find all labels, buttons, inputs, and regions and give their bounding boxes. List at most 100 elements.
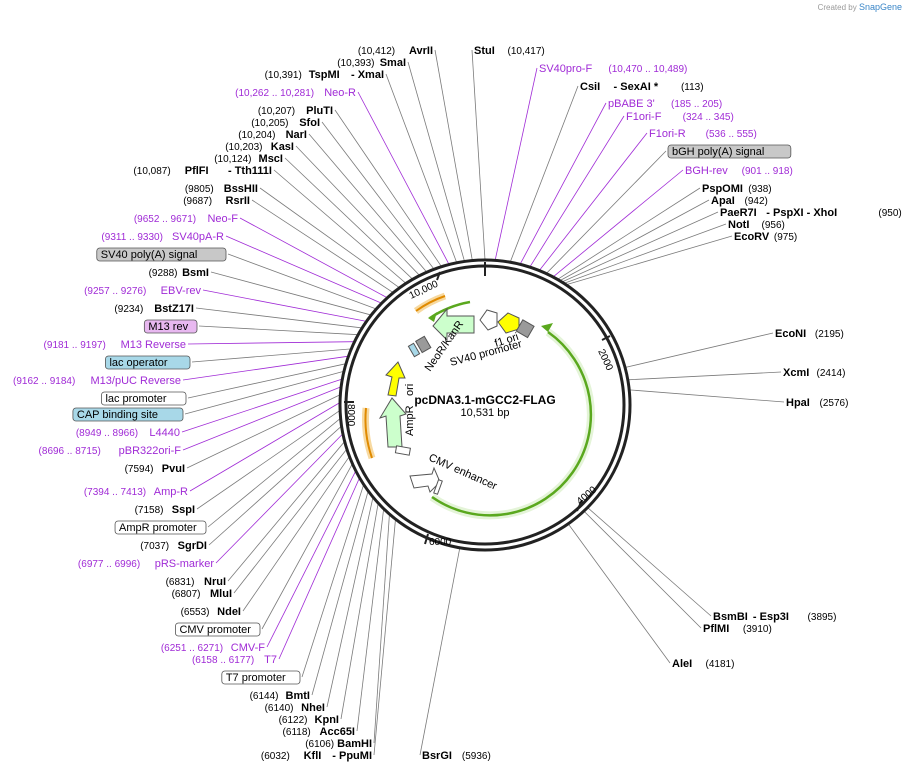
left-label-19-name: M13 Reverse xyxy=(121,339,186,351)
site-label-cap-binding-site[interactable]: CAP binding site xyxy=(72,407,184,422)
left-label-14-name-box xyxy=(96,247,227,262)
site-label-cmv-promoter[interactable]: CMV promoter xyxy=(175,622,261,637)
site-label-avrii[interactable]: AvrII(10,412) xyxy=(358,45,433,57)
left-label-29-name: AmpR promoter xyxy=(119,522,197,534)
site-label-mlui[interactable]: MluI(6807) xyxy=(172,588,232,600)
site-label-sv40pa-r[interactable]: SV40pA-R(9311 .. 9330) xyxy=(101,231,224,243)
connector-line xyxy=(259,187,400,289)
site-label-bsmi[interactable]: BsmI(9288) xyxy=(149,267,209,279)
connector-line xyxy=(583,510,702,629)
left-label-18-name: M13 rev xyxy=(148,321,188,333)
site-label-noti[interactable]: NotI(956) xyxy=(728,219,785,231)
site-label-t7-promoter[interactable]: T7 promoter xyxy=(221,670,301,685)
tick-8000: 8000 xyxy=(345,404,356,427)
site-label-f1ori-r[interactable]: F1ori-R(536 .. 555) xyxy=(649,128,757,140)
site-label-ampr-promoter[interactable]: AmpR promoter xyxy=(114,520,207,535)
right-label-1-name: SV40pro-F xyxy=(539,63,592,75)
site-label-sv40-poly-a-signal[interactable]: SV40 poly(A) signal xyxy=(96,247,227,262)
connector-line xyxy=(189,402,341,492)
site-label-ebv-rev[interactable]: EBV-rev(9257 .. 9276) xyxy=(84,285,201,297)
site-label-xcmi[interactable]: XcmI(2414) xyxy=(783,367,845,379)
site-label-pbabe-3-[interactable]: pBABE 3'(185 .. 205) xyxy=(608,98,722,110)
site-label-sspi[interactable]: SspI(7158) xyxy=(135,504,195,516)
site-label-bsrgi[interactable]: BsrGI(5936) xyxy=(422,750,491,762)
site-label-bgh-rev[interactable]: BGH-rev(901 .. 918) xyxy=(685,165,793,177)
site-label-nhei[interactable]: NheI(6140) xyxy=(265,702,325,714)
site-label-pluti[interactable]: PluTI(10,207) xyxy=(258,105,333,117)
site-label-nari[interactable]: NarI(10,204) xyxy=(238,129,307,141)
site-label-stui[interactable]: StuI(10,417) xyxy=(474,45,545,57)
site-label-t7[interactable]: T7(6158 .. 6177) xyxy=(192,654,277,666)
right-labels: StuI(10,417) SV40pro-F(10,470 .. 10,489) C… xyxy=(422,45,902,762)
left-label-9-extra: - Tth111I xyxy=(228,165,272,177)
left-label-23-name-box xyxy=(72,407,184,422)
site-label-l4440[interactable]: L4440(8949 .. 8966) xyxy=(76,427,180,439)
right-label-12-name: EcoRV xyxy=(734,231,770,243)
site-label-sv40pro-f[interactable]: SV40pro-F(10,470 .. 10,489) xyxy=(539,63,687,75)
site-label-neo-f[interactable]: Neo-F(9652 .. 9671) xyxy=(134,213,238,225)
left-label-43-pos: (6106) xyxy=(305,739,334,750)
site-label-pvui[interactable]: PvuI(7594) xyxy=(125,463,185,475)
site-label-hpai[interactable]: HpaI(2576) xyxy=(786,397,848,409)
site-label-kasi[interactable]: KasI(10,203) xyxy=(225,141,294,153)
left-label-44-name: KflI xyxy=(304,750,322,762)
right-label-2-name: CsiI xyxy=(580,81,600,93)
site-label-paer7i[interactable]: PaeR7I- PspXI - XhoI(950) xyxy=(720,207,902,219)
site-label-sgrdi[interactable]: SgrDI(7037) xyxy=(140,540,207,552)
connector-line xyxy=(186,394,341,469)
site-label-lac-promoter[interactable]: lac promoter xyxy=(101,391,187,406)
site-label-csii[interactable]: CsiI- SexAI *(113) xyxy=(580,81,704,93)
site-label-apai[interactable]: ApaI(942) xyxy=(711,195,768,207)
site-label-f1ori-f[interactable]: F1ori-F(324 .. 345) xyxy=(626,111,734,123)
site-label-amp-r[interactable]: Amp-R(7394 .. 7413) xyxy=(84,486,188,498)
left-label-35-name-box xyxy=(175,622,261,637)
connector-line xyxy=(434,49,473,261)
site-label-cmv-f[interactable]: CMV-F(6251 .. 6271) xyxy=(161,642,265,654)
site-label-bstz17i[interactable]: BstZ17I (9234) xyxy=(114,303,194,315)
connector-line xyxy=(273,169,407,284)
site-label-lac-operator[interactable]: lac operator xyxy=(105,355,191,370)
left-label-30-pos: (7037) xyxy=(140,541,169,552)
site-label-m13-rev[interactable]: M13 rev xyxy=(143,319,198,334)
site-label-bsmbi[interactable]: BsmBI- Esp3I(3895) xyxy=(713,611,836,623)
site-label-bamhi[interactable]: BamHI(6106) xyxy=(305,738,372,750)
connector-line xyxy=(627,371,782,381)
connector-line xyxy=(184,370,345,415)
left-label-34-name: NdeI xyxy=(217,606,241,618)
site-label-econi[interactable]: EcoNI(2195) xyxy=(775,328,844,340)
site-label-m13-reverse[interactable]: M13 Reverse(9181 .. 9197) xyxy=(44,339,186,351)
feature-ampr: AmpR xyxy=(404,405,416,436)
site-label-ndei[interactable]: NdeI(6553) xyxy=(181,606,241,618)
left-label-17-name: BstZ17I xyxy=(154,303,194,315)
site-label-neo-r[interactable]: Neo-R(10,262 .. 10,281) xyxy=(235,87,356,99)
site-label-sfoi[interactable]: SfoI(10,205) xyxy=(251,117,320,129)
left-label-7-name: KasI xyxy=(271,141,294,153)
site-label-bgh-poly-a-signal[interactable]: bGH poly(A) signal xyxy=(667,144,792,159)
site-label-pbr322ori-f[interactable]: pBR322ori-F(8696 .. 8715) xyxy=(39,445,182,457)
connector-line xyxy=(340,502,379,720)
site-label-m13-puc-reverse[interactable]: M13/pUC Reverse(9162 .. 9184) xyxy=(13,375,181,387)
right-label-3-pos: (185 .. 205) xyxy=(671,99,722,110)
site-label-kpni[interactable]: KpnI(6122) xyxy=(279,714,339,726)
site-label-prs-marker[interactable]: pRS-marker(6977 .. 6996) xyxy=(78,558,214,570)
left-label-39-pos: (6144) xyxy=(250,691,279,702)
site-label-rsrii[interactable]: RsrII(9687) xyxy=(183,195,250,207)
site-label-alei[interactable]: AleI(4181) xyxy=(672,658,734,670)
site-label-bmti[interactable]: BmtI(6144) xyxy=(250,690,310,702)
connector-line xyxy=(385,73,458,263)
site-label-ecorv[interactable]: EcoRV(975) xyxy=(734,231,797,243)
site-label-bsshii[interactable]: BssHII(9805) xyxy=(185,183,258,195)
left-label-17-pos: (9234) xyxy=(114,304,143,315)
left-label-44-extra: - PpuMI xyxy=(332,750,372,762)
site-label-pspomi[interactable]: PspOMI(938) xyxy=(702,183,772,195)
left-label-27-name: Amp-R xyxy=(154,486,188,498)
site-label-acc65i[interactable]: Acc65I(6118) xyxy=(283,726,355,738)
site-label-pflmi[interactable]: PflMI(3910) xyxy=(703,623,772,635)
site-label-smai[interactable]: SmaI(10,393) xyxy=(337,57,406,69)
site-label-nrui[interactable]: NruI(6831) xyxy=(166,576,226,588)
site-label-msci[interactable]: MscI(10,124) xyxy=(214,153,283,165)
connector-line xyxy=(326,497,374,708)
